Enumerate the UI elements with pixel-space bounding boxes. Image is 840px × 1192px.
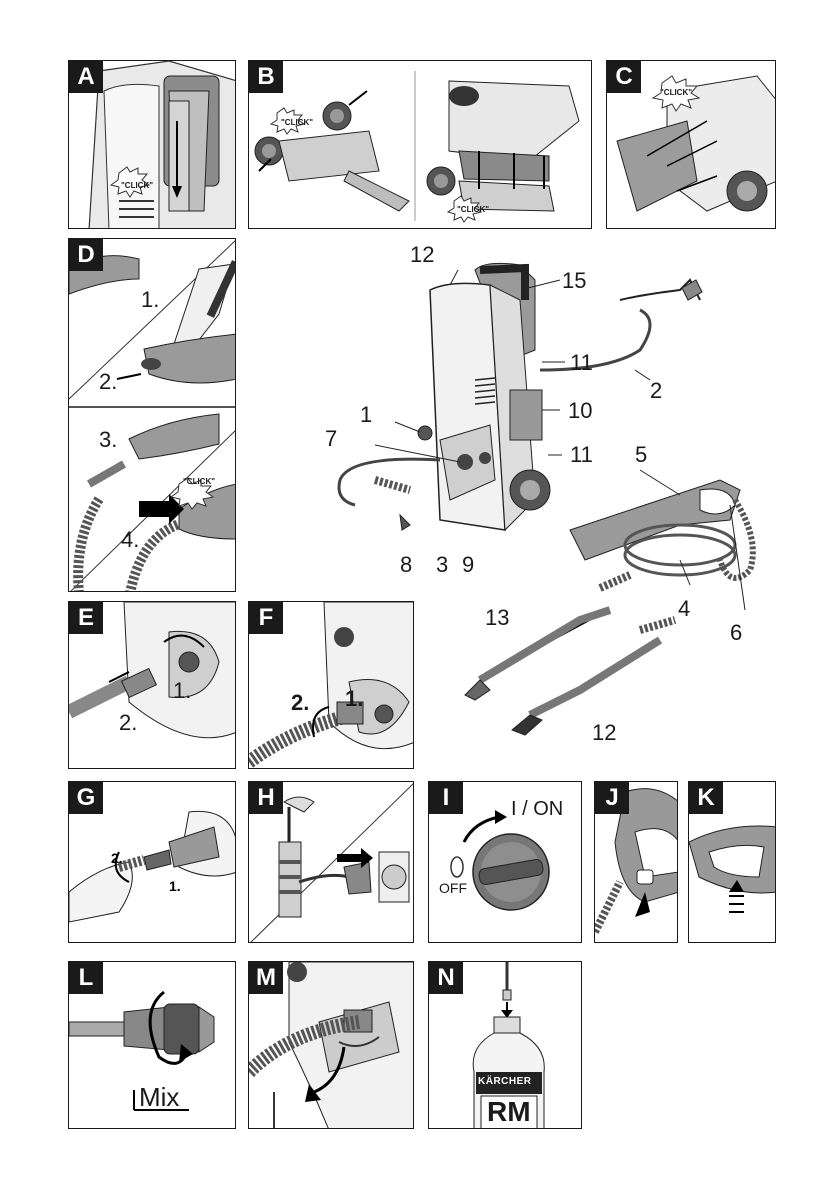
- brand-label: KÄRCHER: [478, 1076, 532, 1087]
- callout-12: 12: [410, 242, 434, 268]
- click-label: "CLICK": [660, 88, 692, 97]
- step-1-label: 1.: [173, 678, 191, 704]
- off-label: OFF: [439, 880, 467, 896]
- callout-15: 15: [562, 268, 586, 294]
- callout-6: 6: [730, 620, 742, 646]
- panel-label: I: [429, 782, 463, 814]
- click-label: "CLICK": [121, 181, 153, 190]
- step-2-label: 2.: [111, 850, 123, 866]
- panel-a: A "CLICK": [68, 60, 236, 229]
- panel-label: G: [69, 782, 103, 814]
- callout-7: 7: [325, 426, 337, 452]
- panel-e: E 1. 2.: [68, 601, 236, 769]
- click-label-1: "CLICK": [281, 118, 313, 127]
- panel-label: M: [249, 962, 283, 994]
- panel-g: G 2. 1.: [68, 781, 236, 943]
- callout-9: 9: [462, 552, 474, 578]
- panel-label: C: [607, 61, 641, 93]
- wheel-mounting-illustration: "CLICK" "CLICK": [249, 61, 592, 229]
- panel-label: F: [249, 602, 283, 634]
- step-1-label: 1.: [169, 878, 181, 894]
- step-2-label: 2.: [119, 710, 137, 736]
- callout-2: 2: [650, 378, 662, 404]
- callout-10: 10: [568, 398, 592, 424]
- callout-8: 8: [400, 552, 412, 578]
- panel-label: L: [69, 962, 103, 994]
- panel-label: H: [249, 782, 283, 814]
- callout-14: 13: [485, 605, 509, 631]
- panel-label: D: [69, 239, 103, 271]
- callout-4: 4: [678, 596, 690, 622]
- panel-d: D 1. 2. 3. 4. "CLICK": [68, 238, 236, 592]
- callout-3: 3: [436, 552, 448, 578]
- callout-11-top: 11: [570, 350, 593, 376]
- panel-label: B: [249, 61, 283, 93]
- panel-l: L Mix: [68, 961, 236, 1129]
- panel-n: N KÄRCHER RM: [428, 961, 582, 1129]
- panel-b: B "CLICK" "CLICK": [248, 60, 592, 229]
- panel-m: M: [248, 961, 414, 1129]
- callout-13: 12: [592, 720, 616, 746]
- mix-label: Mix: [139, 1082, 179, 1113]
- callout-5: 5: [635, 442, 647, 468]
- panel-label: N: [429, 962, 463, 994]
- panel-label: K: [689, 782, 723, 814]
- panel-label: A: [69, 61, 103, 93]
- callout-11-bottom: 11: [570, 442, 593, 468]
- on-label: I / ON: [511, 798, 563, 821]
- step-1-label: 1.: [345, 686, 363, 712]
- step-4-label: 4.: [121, 527, 139, 553]
- click-label-2: "CLICK": [457, 205, 489, 214]
- panel-label: E: [69, 602, 103, 634]
- panel-c: C "CLICK": [606, 60, 776, 229]
- product-label: RM: [487, 1096, 531, 1128]
- panel-label: J: [595, 782, 629, 814]
- panel-f: F 2. 1.: [248, 601, 414, 769]
- callout-1: 1: [360, 402, 372, 428]
- panel-i: I I / ON OFF: [428, 781, 582, 943]
- panel-j: J: [594, 781, 678, 943]
- panel-k: K: [688, 781, 776, 943]
- panel-h: H: [248, 781, 414, 943]
- step-2-label: 2.: [291, 690, 309, 716]
- step-2-label: 2.: [99, 369, 117, 395]
- step-3-label: 3.: [99, 427, 117, 453]
- click-label: "CLICK": [183, 477, 215, 486]
- step-1-label: 1.: [141, 287, 159, 313]
